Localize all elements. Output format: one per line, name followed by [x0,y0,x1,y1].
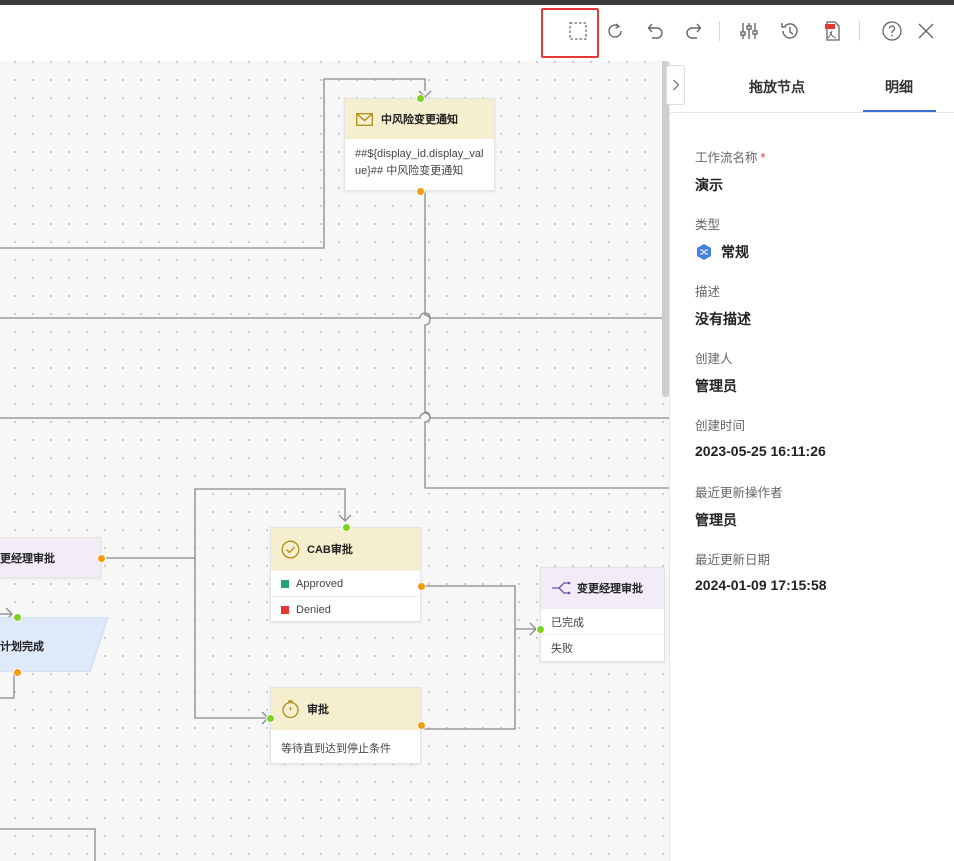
required-marker: * [760,151,766,165]
node-approval-header: 审批 [271,688,420,730]
tab-details[interactable]: 明细 [885,79,913,95]
field-label: 最近更新日期 [695,553,771,567]
in-port[interactable] [13,613,22,622]
field-description: 描述 没有描述 [695,281,751,329]
node-notify[interactable]: 中风险变更通知 ##${display_id.display_value}## … [344,94,495,196]
chevron-right-icon [672,79,679,91]
selected-tool-highlight [541,8,599,58]
field-label: 创建人 [695,352,733,366]
check-circle-icon [281,540,300,558]
cab-branch-approved[interactable]: Approved [271,570,420,596]
node-plan-complete[interactable]: 计划完成 [0,613,108,677]
node-change-manager-header: 变更经理审批 [541,568,664,608]
settings-sliders-icon[interactable] [735,17,763,45]
node-left-manager-approval[interactable]: 更经理审批 [0,537,106,578]
out-port[interactable] [416,187,425,196]
field-created-time: 创建时间 2023-05-25 16:11:26 [695,415,826,459]
field-value: 管理员 [695,378,737,394]
out-port[interactable] [13,668,22,677]
toolbar-separator [719,21,720,41]
node-change-manager-title: 变更经理审批 [577,583,643,595]
change-manager-branch-failed[interactable]: 失败 [541,634,664,660]
canvas-scrollbar[interactable] [662,61,669,397]
approved-marker [281,579,289,588]
branch-icon [552,581,571,595]
node-approval-wait[interactable]: 审批 等待直到达到停止条件 [266,687,426,764]
out-port-approved[interactable] [417,582,426,591]
connector-lines [0,78,670,861]
field-creator: 创建人 管理员 [695,348,737,396]
in-port[interactable] [266,714,275,723]
history-icon[interactable] [776,17,804,45]
node-cab-approval[interactable]: CAB审批 Approved Denied [270,523,426,622]
node-notify-body: ##${display_id.display_value}## 中风险变更通知 [355,148,484,177]
shuffle-hex-icon [697,244,711,260]
mail-icon [356,112,373,126]
field-value: 2023-05-25 16:11:26 [695,443,826,459]
node-notify-title: 中风险变更通知 [381,114,458,126]
branch-done-label: 已完成 [551,616,584,629]
redo-icon[interactable] [680,17,708,45]
active-tab-indicator [863,110,936,112]
field-value: 常规 [695,242,749,262]
type-value: 常规 [721,244,749,260]
help-icon[interactable] [878,17,906,45]
field-value: 演示 [695,177,723,193]
parallelogram-shape [0,617,108,672]
details-panel: 拖放节点 明细 工作流名称* 演示 类型 常规 描述 没有描述 创建人 管理员 … [669,61,954,861]
node-change-manager[interactable]: 变更经理审批 已完成 失败 [536,567,665,662]
close-icon[interactable] [912,17,940,45]
branch-failed-label: 失败 [551,642,573,655]
collapse-panel-button[interactable] [666,65,685,105]
field-value: 2024-01-09 17:15:58 [695,577,827,593]
in-port[interactable] [342,523,351,532]
field-label: 类型 [695,218,721,232]
field-value: 没有描述 [695,311,751,327]
toolbar [0,5,954,61]
field-type: 类型 常规 [695,214,749,262]
cab-branch-denied-label: Denied [296,603,331,616]
out-port[interactable] [97,554,106,563]
node-notify-header: 中风险变更通知 [345,99,494,139]
in-port[interactable] [416,94,425,103]
toolbar-separator [859,21,860,41]
tab-drag-nodes[interactable]: 拖放节点 [749,79,805,95]
workflow-canvas[interactable]: 中风险变更通知 ##${display_id.display_value}## … [0,61,670,861]
select-icon[interactable] [564,17,592,45]
cab-branch-denied[interactable]: Denied [271,596,420,622]
node-approval-body: 等待直到达到停止条件 [281,743,391,755]
field-label: 最近更新操作者 [695,486,783,500]
node-left-approval-title: 更经理审批 [0,538,100,577]
panel-tabs: 拖放节点 明细 [670,61,954,113]
stopwatch-icon [282,700,299,719]
denied-marker [281,605,289,614]
in-port[interactable] [536,625,545,634]
field-value: 管理员 [695,512,737,528]
field-label: 创建时间 [695,419,746,433]
node-cab-title: CAB审批 [307,544,353,556]
field-last-updater: 最近更新操作者 管理员 [695,482,783,530]
refresh-icon[interactable] [601,17,629,45]
node-approval-title: 审批 [307,704,329,716]
field-label: 工作流名称 [695,151,758,165]
top-strip [0,0,954,5]
field-workflow-name: 工作流名称* 演示 [695,147,765,195]
node-cab-header: CAB审批 [271,528,420,570]
undo-icon[interactable] [641,17,669,45]
out-port[interactable] [417,721,426,730]
node-plan-title: 计划完成 [0,641,44,653]
cab-branch-approved-label: Approved [296,577,344,590]
field-last-updated: 最近更新日期 2024-01-09 17:15:58 [695,549,827,593]
change-manager-branch-done[interactable]: 已完成 [541,608,664,634]
field-label: 描述 [695,285,721,299]
pdf-export-icon[interactable] [819,17,847,45]
